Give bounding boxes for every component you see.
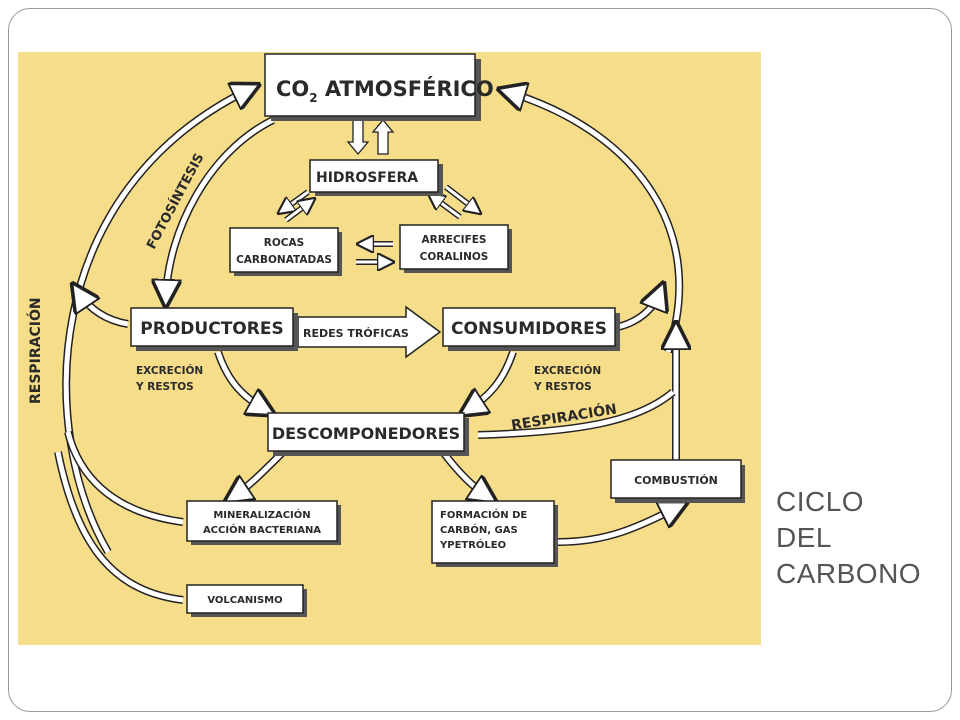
co2-text: CO bbox=[276, 77, 309, 101]
excretion-left-line1: EXCRECIÓN bbox=[136, 364, 203, 377]
node-co2-atmospheric: CO2 ATMOSFÉRICO bbox=[264, 53, 494, 121]
slide-title: CICLO DEL CARBONO bbox=[776, 484, 946, 592]
node-hydrosphere: HIDROSFERA bbox=[309, 159, 443, 196]
excretion-right-line2: Y RESTOS bbox=[533, 381, 592, 393]
svg-text:YPETRÓLEO: YPETRÓLEO bbox=[439, 538, 506, 551]
svg-text:FORMACIÓN DE: FORMACIÓN DE bbox=[440, 508, 527, 521]
svg-text:ACCIÓN BACTERIANA: ACCIÓN BACTERIANA bbox=[203, 523, 321, 536]
svg-text:ROCAS: ROCAS bbox=[264, 237, 304, 249]
co2-rest: ATMOSFÉRICO bbox=[318, 76, 494, 101]
photosynthesis-arrow bbox=[166, 117, 275, 297]
exchange-arrows bbox=[283, 118, 476, 262]
co2-subscript: 2 bbox=[309, 91, 317, 105]
node-carbonate-rocks: ROCAS CARBONATADAS bbox=[229, 227, 342, 276]
slide-title-line-1: CICLO bbox=[776, 486, 865, 517]
node-volcanism: VOLCANISMO bbox=[186, 584, 307, 617]
food-web-arrow: REDES TRÓFICAS bbox=[297, 305, 442, 359]
slide-title-line-3: CARBONO bbox=[776, 558, 922, 589]
node-producers: PRODUCTORES bbox=[130, 307, 298, 351]
excretion-left-line2: Y RESTOS bbox=[135, 381, 194, 393]
respiration-right-arrow bbox=[477, 390, 675, 438]
right-arc-arrow bbox=[508, 92, 682, 353]
node-mineralization: MINERALIZACIÓN ACCIÓN BACTERIANA bbox=[186, 500, 341, 545]
node-combustion: COMBUSTIÓN bbox=[610, 459, 745, 503]
svg-text:CO2 ATMOSFÉRICO: CO2 ATMOSFÉRICO bbox=[276, 76, 494, 105]
carbon-cycle-diagram: REDES TRÓFICAS CO2 ATMOSFÉRICO HIDROSFER… bbox=[18, 52, 761, 645]
svg-text:HIDROSFERA: HIDROSFERA bbox=[316, 170, 418, 186]
respiration-left-label: RESPIRACIÓN bbox=[26, 297, 44, 404]
volcanism-arrow bbox=[55, 451, 184, 603]
svg-text:VOLCANISMO: VOLCANISMO bbox=[207, 595, 282, 606]
mineralization-arrow bbox=[65, 431, 184, 525]
svg-text:COMBUSTIÓN: COMBUSTIÓN bbox=[634, 474, 718, 487]
food-web-label: REDES TRÓFICAS bbox=[303, 327, 409, 340]
node-coral-reefs: ARRECIFES CORALINOS bbox=[399, 224, 512, 273]
svg-text:CARBÓN, GAS: CARBÓN, GAS bbox=[440, 523, 518, 536]
node-consumers: CONSUMIDORES bbox=[442, 307, 620, 351]
svg-text:ARRECIFES: ARRECIFES bbox=[422, 234, 487, 246]
svg-text:PRODUCTORES: PRODUCTORES bbox=[140, 319, 283, 339]
svg-text:DESCOMPONEDORES: DESCOMPONEDORES bbox=[272, 424, 460, 443]
slide-title-line-2: DEL bbox=[776, 522, 832, 553]
cycle-arrows bbox=[54, 89, 682, 604]
excretion-right-arrow bbox=[468, 351, 516, 410]
diagram-canvas: REDES TRÓFICAS CO2 ATMOSFÉRICO HIDROSFER… bbox=[26, 53, 745, 617]
node-fossil-formation: FORMACIÓN DE CARBÓN, GAS YPETRÓLEO bbox=[431, 500, 558, 567]
svg-text:CARBONATADAS: CARBONATADAS bbox=[236, 254, 332, 266]
svg-text:MINERALIZACIÓN: MINERALIZACIÓN bbox=[213, 508, 310, 521]
excretion-right-line1: EXCRECIÓN bbox=[534, 364, 601, 377]
excretion-left-arrow bbox=[215, 351, 266, 410]
svg-text:CONSUMIDORES: CONSUMIDORES bbox=[451, 319, 607, 339]
node-decomposers: DESCOMPONEDORES bbox=[267, 412, 469, 456]
svg-text:CORALINOS: CORALINOS bbox=[420, 251, 489, 263]
